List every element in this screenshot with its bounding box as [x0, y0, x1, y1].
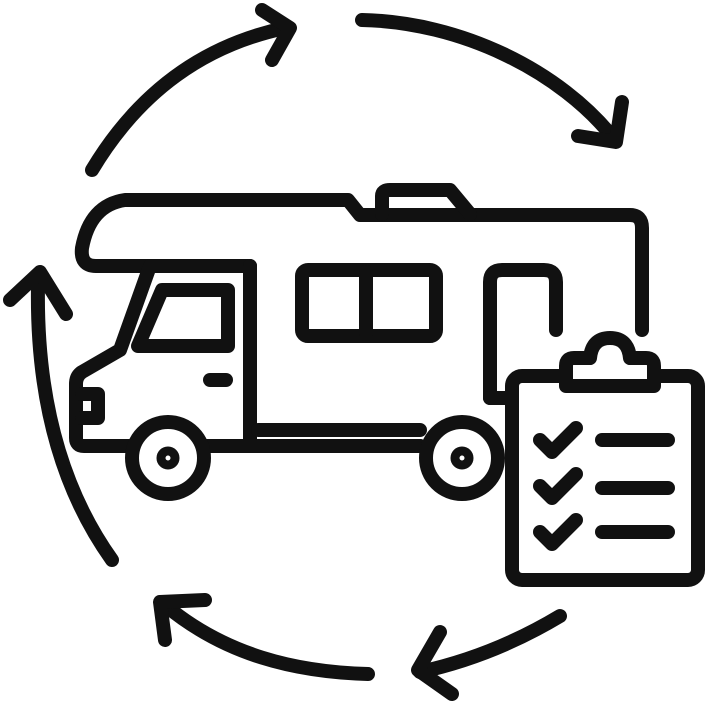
- arrow-bottom-left-icon: [158, 598, 375, 681]
- rv-front-hub: [156, 446, 180, 470]
- checklist-clipboard-icon: [505, 331, 705, 587]
- rv-skirt-line: [197, 423, 427, 453]
- rv-entry-door: [483, 263, 563, 405]
- arrow-bottom-right-icon: [413, 609, 567, 679]
- rv-roof-overhang: [74, 193, 649, 337]
- arrow-top-right-icon: [355, 13, 622, 147]
- rv-rear-wheel: [419, 415, 505, 501]
- check-mark-2-icon: [533, 467, 583, 505]
- check-mark-1-icon: [533, 421, 583, 459]
- rv-rear-hub: [450, 446, 474, 470]
- arrowhead-left-icon: [3, 265, 73, 321]
- arrowhead-bottom-left-icon: [153, 593, 212, 647]
- rv-front-wheel: [125, 415, 211, 501]
- arrow-top-left-icon: [85, 21, 292, 177]
- clipboard-clip: [559, 331, 661, 393]
- arrow-left-icon: [30, 278, 119, 567]
- rv-roof-vent-icon: [375, 183, 477, 221]
- rv-cab-body: [69, 259, 257, 453]
- rv-body-lower: [243, 259, 427, 453]
- rv-headlight: [75, 387, 105, 425]
- motorhome-icon: [69, 183, 649, 501]
- check-mark-3-icon: [533, 513, 583, 551]
- clipboard-board: [505, 369, 705, 587]
- cycle-arrows-icon: [3, 3, 629, 701]
- arrowhead-bottom-right-icon: [411, 625, 459, 701]
- arrowhead-top-right-icon: [571, 95, 629, 149]
- rv-windshield: [131, 283, 235, 353]
- arrowhead-top-left-icon: [255, 3, 297, 67]
